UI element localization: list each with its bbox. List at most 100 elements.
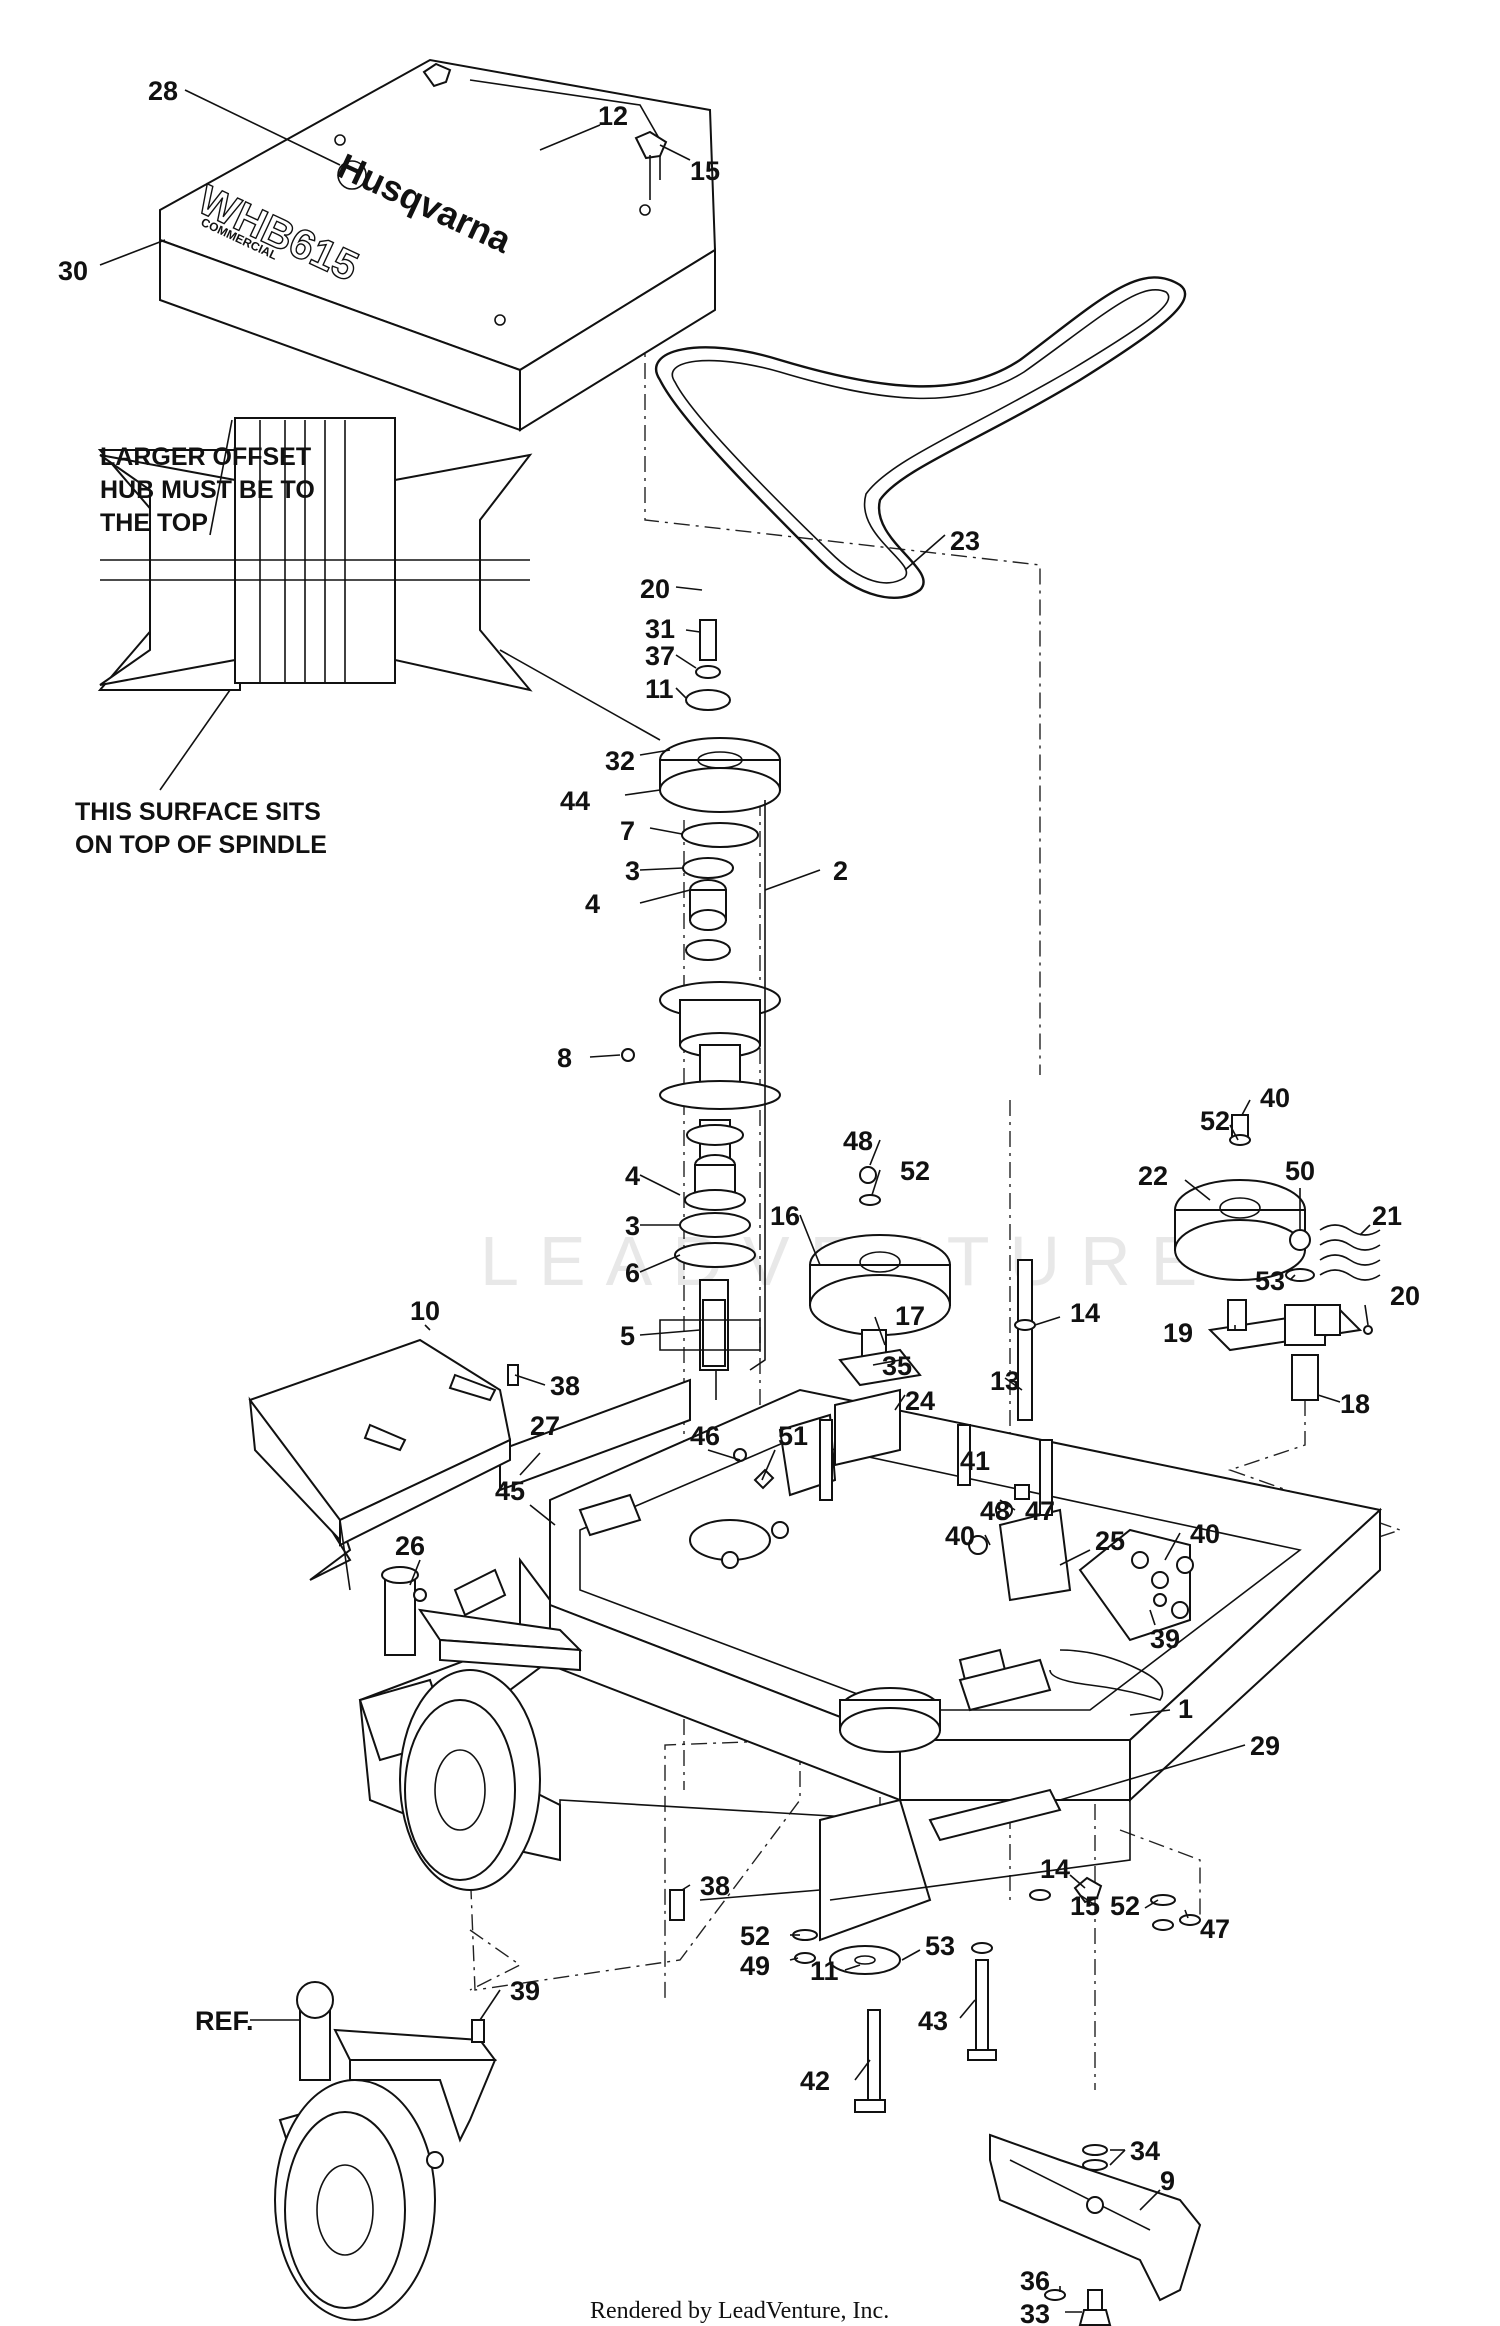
callout: 52: [1200, 1106, 1230, 1136]
callout: 39: [510, 1976, 540, 2006]
idler-arm-right: [1174, 1114, 1381, 1401]
callout: 48: [843, 1126, 873, 1156]
callout: 2: [833, 856, 848, 886]
callout: 40: [1190, 1519, 1220, 1549]
caster-wheel-front: [358, 1566, 583, 1891]
callout: 52: [1110, 1891, 1140, 1921]
callout: 15: [690, 156, 720, 186]
callout: 24: [905, 1386, 935, 1416]
callout: 4: [625, 1161, 640, 1191]
callout: 20: [1390, 1281, 1420, 1311]
callout: 37: [645, 641, 675, 671]
hub-note-line-1: LARGER OFFSET: [100, 443, 311, 471]
callout: 44: [560, 786, 590, 816]
callout: 3: [625, 1211, 640, 1241]
knob-icon: [422, 62, 452, 88]
callout: 41: [960, 1446, 990, 1476]
leader-lines: [99, 89, 1371, 2313]
brand-decal: [453, 1568, 507, 1617]
callout: 28: [148, 76, 178, 106]
callout: 30: [58, 256, 88, 286]
belt-cover: Husqvarna WHB615 COMMERCIAL: [159, 58, 717, 432]
callout: 43: [918, 2006, 948, 2036]
mower-blade: [989, 2133, 1202, 2326]
surface-note-line-2: ON TOP OF SPINDLE: [75, 831, 327, 859]
callout: 27: [530, 1411, 560, 1441]
knob-icon: [634, 130, 668, 160]
callout: 47: [1200, 1914, 1230, 1944]
callout: 40: [1260, 1083, 1290, 1113]
callout: 36: [1020, 2266, 1050, 2296]
callout: 53: [1255, 1266, 1285, 1296]
callout: 11: [810, 1956, 839, 1986]
callout: 11: [645, 674, 674, 704]
callout: 20: [640, 574, 670, 604]
callout: 9: [1160, 2166, 1175, 2196]
spring-icon: [1319, 1224, 1381, 1281]
callout: 40: [945, 1521, 975, 1551]
callout: REF.: [195, 2006, 254, 2036]
callout: 29: [1250, 1731, 1280, 1761]
callout: 6: [625, 1258, 640, 1288]
spindle-assembly: [621, 619, 781, 1400]
callout-numbers: 28 12 15 30 23 20 31 37 11 32 44 7 2 3 4…: [58, 76, 1420, 2326]
callout: 12: [598, 101, 628, 131]
hub-note-line-2: HUB MUST BE TO: [100, 476, 315, 504]
callout: 49: [740, 1951, 770, 1981]
render-credit: Rendered by LeadVenture, Inc.: [590, 2298, 889, 2324]
callout: 38: [550, 1371, 580, 1401]
idler-pulley-center: [809, 1166, 951, 1387]
callout: 8: [557, 1043, 572, 1073]
callout: 21: [1372, 1201, 1402, 1231]
callout: 53: [925, 1931, 955, 1961]
callout: 35: [882, 1351, 912, 1381]
callout: 7: [620, 816, 635, 846]
callout: 23: [950, 526, 980, 556]
pulley-section-detail: [97, 417, 661, 791]
callout: 14: [1070, 1298, 1100, 1328]
discharge-chute: [248, 1338, 519, 1591]
callout: 32: [605, 746, 635, 776]
surface-note-line-1: THIS SURFACE SITS: [75, 798, 321, 826]
callout: 52: [740, 1921, 770, 1951]
drive-belt: [654, 276, 1187, 599]
idler-brackets: [733, 1388, 1194, 1701]
deck-decal: [928, 1788, 1062, 1842]
callout: 45: [495, 1476, 525, 1506]
callout: 4: [585, 889, 600, 919]
callout: 52: [900, 1156, 930, 1186]
warning-decal: [578, 1493, 642, 1537]
callout: 3: [625, 856, 640, 886]
callout: 39: [1150, 1624, 1180, 1654]
callout: 25: [1095, 1526, 1125, 1556]
callout: 1: [1178, 1694, 1193, 1724]
surface-note: THIS SURFACE SITS ON TOP OF SPINDLE: [75, 798, 327, 859]
callout: 31: [645, 614, 675, 644]
callout: 13: [990, 1366, 1020, 1396]
callout: 16: [770, 1201, 800, 1231]
callout: 38: [700, 1871, 730, 1901]
callout: 14: [1040, 1854, 1070, 1884]
callout: 42: [800, 2066, 830, 2096]
callout: 48: [980, 1496, 1010, 1526]
hub-note: LARGER OFFSET HUB MUST BE TO THE TOP: [100, 443, 315, 537]
caster-wheel-ref: [274, 1981, 497, 2321]
callout: 22: [1138, 1161, 1168, 1191]
hub-note-line-3: THE TOP: [100, 509, 208, 537]
callout: 19: [1163, 1318, 1193, 1348]
callout: 18: [1340, 1389, 1370, 1419]
crown-icon: [337, 160, 367, 190]
callout: 5: [620, 1321, 635, 1351]
callout: 34: [1130, 2136, 1160, 2166]
callout: 15: [1070, 1891, 1100, 1921]
callout: 51: [778, 1421, 808, 1451]
callout: 10: [410, 1296, 440, 1326]
deck-hardware: [669, 1259, 1201, 2113]
callout: 17: [895, 1301, 925, 1331]
callout: 50: [1285, 1156, 1315, 1186]
callout: 33: [1020, 2299, 1050, 2326]
callout: 26: [395, 1531, 425, 1561]
callout: 47: [1025, 1496, 1055, 1526]
callout: 46: [690, 1421, 720, 1451]
